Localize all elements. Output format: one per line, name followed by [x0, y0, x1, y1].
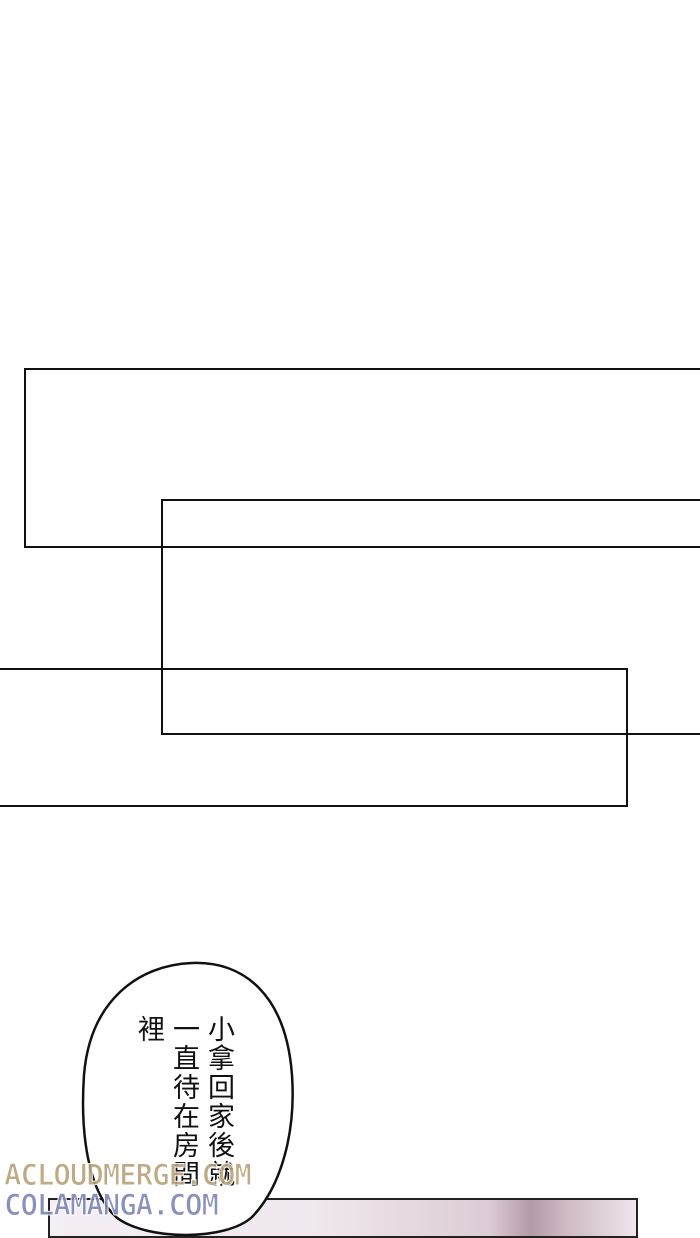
- panel-frame-middle: [161, 499, 700, 735]
- speech-bubble-line-3: 裡: [133, 1015, 164, 1044]
- speech-bubble-line-2: 一直待在房間: [168, 1015, 199, 1189]
- panel-frame-lower: [0, 668, 628, 807]
- speech-bubble-line-1: 小拿回家後就: [203, 1015, 234, 1189]
- panel-frame-top: [24, 368, 700, 548]
- watermark-colamanga: COLAMANGA.COM: [4, 1188, 220, 1223]
- watermark-acloudmerge: ACLOUDMERGE.COM: [4, 1158, 253, 1193]
